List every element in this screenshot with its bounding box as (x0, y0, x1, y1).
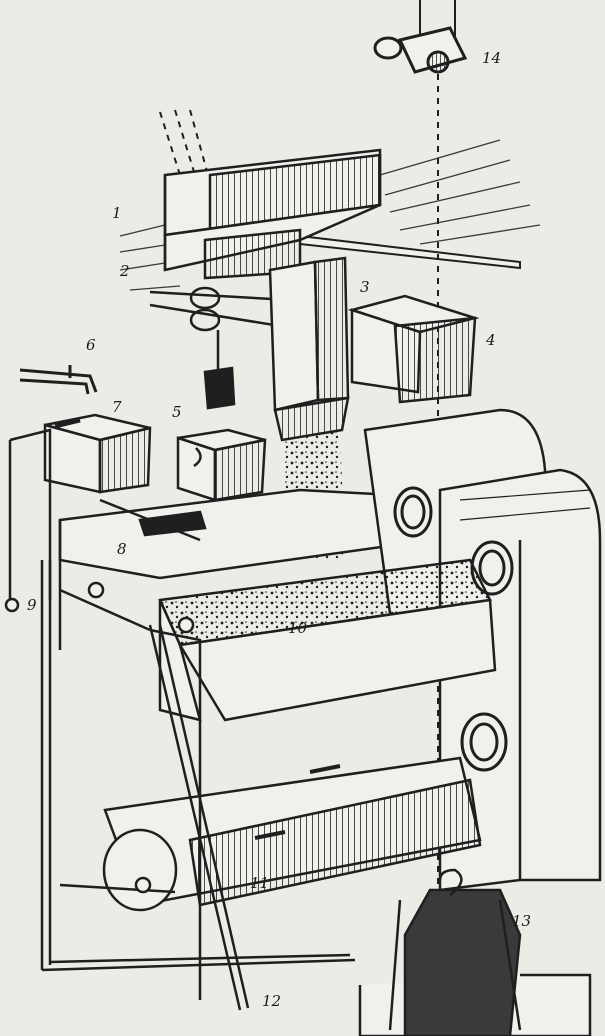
tray-10 (158, 558, 497, 722)
callout-8: 8 (117, 540, 127, 558)
callout-1: 1 (112, 204, 122, 222)
callout-10: 10 (288, 619, 308, 637)
drive-wheels (393, 486, 514, 772)
callout-3: 3 (360, 278, 370, 296)
lower-frame (40, 560, 356, 1011)
callout-13: 13 (512, 912, 531, 930)
chute-3 (268, 256, 350, 442)
callout-12: 12 (262, 992, 281, 1010)
callout-7: 7 (112, 398, 122, 416)
callout-2: 2 (119, 262, 130, 280)
lever-rod (149, 286, 306, 410)
box-5 (176, 428, 267, 502)
callout-9: 9 (27, 596, 37, 614)
tank-7 (4, 413, 152, 613)
pipe-6 (19, 365, 98, 395)
top-pulley (373, 0, 468, 74)
drum-11 (102, 756, 482, 912)
callout-labels: 1 2 3 4 5 6 7 8 9 10 11 12 13 14 (27, 49, 531, 1010)
box-4 (347, 294, 480, 404)
callout-14: 14 (482, 49, 501, 67)
callout-5: 5 (172, 403, 182, 421)
callout-11: 11 (250, 874, 269, 892)
upper-frame (58, 488, 397, 650)
wall-hatching (119, 139, 541, 291)
hopper-1 (163, 148, 382, 280)
callout-4: 4 (485, 331, 496, 349)
callout-6: 6 (86, 336, 96, 354)
bag-13 (358, 868, 592, 1036)
